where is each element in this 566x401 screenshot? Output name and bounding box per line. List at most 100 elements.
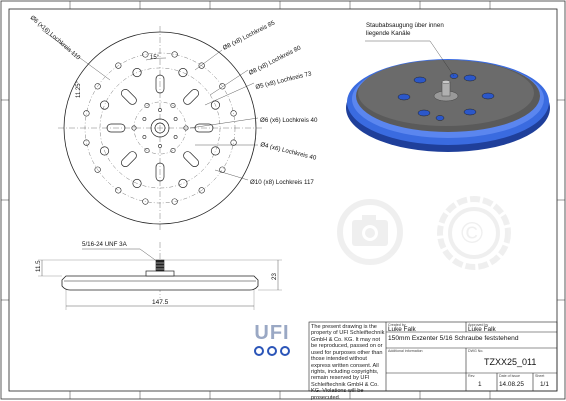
slot bbox=[106, 123, 126, 133]
small-hole bbox=[142, 198, 149, 205]
side-view: 5/16-24 UNF 3A 11.5 23 147.5 bbox=[35, 241, 282, 310]
camera-watermark-icon bbox=[337, 199, 403, 265]
small-hole bbox=[198, 62, 205, 69]
dim-right-value: 23 bbox=[271, 273, 278, 280]
iso-view bbox=[346, 40, 550, 152]
label-d8-x8-80: Ø8 (x8) Lochkreis 80 bbox=[248, 44, 303, 77]
angle-15-label: 15° bbox=[150, 55, 160, 61]
label-d8-x8-85: Ø8 (x8) Lochkreis 85 bbox=[222, 19, 277, 52]
ufi-logo: UFI bbox=[250, 322, 294, 362]
inner-hole bbox=[170, 102, 176, 108]
small-hole bbox=[230, 110, 237, 117]
slots-ring bbox=[106, 74, 214, 182]
date-label: Date of issue bbox=[499, 374, 520, 378]
inner-hole bbox=[144, 102, 150, 108]
small-hole bbox=[198, 187, 205, 194]
small-hole bbox=[219, 166, 226, 173]
rev-value: 1 bbox=[478, 381, 482, 388]
small-hole bbox=[230, 139, 237, 146]
inner-small-hole bbox=[142, 135, 147, 139]
created-by-label: Created by bbox=[388, 322, 406, 327]
label-d5-x8: Ø5 (x8) Lochkreis 73 bbox=[255, 70, 313, 91]
thread-leader bbox=[82, 248, 159, 263]
inner-hole bbox=[170, 148, 176, 154]
small-hole bbox=[94, 83, 101, 90]
approved-by-label: Approved by bbox=[468, 322, 489, 327]
small-hole bbox=[83, 110, 90, 117]
threaded-stud bbox=[155, 259, 165, 272]
hub-flange bbox=[145, 270, 175, 277]
inner-small-hole bbox=[173, 135, 178, 139]
slot bbox=[194, 123, 214, 133]
round-hole bbox=[100, 146, 110, 156]
center-hub-inner bbox=[154, 122, 166, 134]
ufi-logo-dots bbox=[250, 346, 294, 356]
sheet-value: 1/1 bbox=[540, 381, 549, 388]
round-hole bbox=[178, 68, 188, 78]
thread-label: 5/16-24 UNF 3A bbox=[82, 241, 128, 248]
iso-holes bbox=[397, 73, 495, 121]
label-d10-x8: Ø10 (x8) Lochkreis 117 bbox=[250, 179, 314, 186]
center-hub-outer bbox=[150, 118, 170, 138]
disclaimer-text: The present drawing is the property of U… bbox=[311, 324, 385, 401]
iso-leader bbox=[429, 40, 455, 77]
label-d6-x16: Ø6 (x16) Lochkreis 110 bbox=[29, 14, 82, 62]
iso-stud bbox=[441, 81, 451, 97]
thread-marks bbox=[156, 262, 164, 270]
bolt-circle-40 bbox=[133, 101, 187, 155]
round-hole bbox=[132, 178, 142, 188]
round-hole bbox=[100, 100, 110, 110]
dim-width-value: 147.5 bbox=[152, 299, 169, 306]
dwg-no-value: TZXX25_011 bbox=[484, 357, 537, 367]
small-hole bbox=[171, 51, 178, 58]
slot bbox=[183, 151, 199, 167]
created-by-value: Luke Falk bbox=[388, 326, 416, 333]
pad-profile bbox=[61, 275, 259, 291]
approved-by-value: Luke Falk bbox=[468, 326, 496, 333]
small-hole bbox=[83, 139, 90, 146]
copyright-watermark-icon: © bbox=[437, 196, 511, 270]
sheet-label: Sheet bbox=[535, 374, 545, 378]
ufi-logo-text: UFI bbox=[254, 322, 290, 344]
rev-label: Rev. bbox=[468, 374, 476, 378]
small-hole bbox=[94, 166, 101, 173]
label-d4-x6: Ø4 (x6) Lochkreis 40 bbox=[260, 141, 318, 162]
holes-ring-40 bbox=[131, 102, 189, 154]
slot bbox=[121, 89, 137, 105]
inner-hole bbox=[131, 125, 137, 131]
angle-15-arc bbox=[145, 57, 167, 61]
iso-note: Staubabsaugung über innen liegende Kanäl… bbox=[366, 22, 444, 37]
holes-ring-117 bbox=[100, 68, 220, 188]
additional-info-label: Additional information bbox=[388, 349, 423, 353]
round-hole bbox=[210, 100, 220, 110]
angle-1125-label: 11.25° bbox=[76, 80, 82, 98]
inner-hole bbox=[144, 148, 150, 154]
date-value: 14.08.25 bbox=[499, 381, 524, 388]
title-block bbox=[308, 321, 558, 392]
round-hole bbox=[132, 68, 142, 78]
slot bbox=[183, 89, 199, 105]
dwg-no-label: DWG No. bbox=[468, 349, 484, 353]
small-hole bbox=[219, 83, 226, 90]
dim-left-value: 11.5 bbox=[35, 260, 42, 272]
inner-small-hole bbox=[142, 117, 147, 121]
small-hole bbox=[171, 198, 178, 205]
top-view: 15° 11.25° Ø6 (x16) Lochkreis 110 Ø8 (x8… bbox=[29, 14, 318, 230]
slot bbox=[155, 162, 165, 182]
holes-ring-110 bbox=[83, 51, 237, 205]
drawing-title: 150mm Exzenter 5/16 Schraube feststehend bbox=[388, 335, 519, 342]
inner-small-hole bbox=[173, 117, 178, 121]
round-hole bbox=[210, 146, 220, 156]
logo-dot-icon bbox=[280, 346, 290, 356]
slot bbox=[155, 74, 165, 94]
inner-small-hole bbox=[158, 144, 162, 148]
label-d6-x6: Ø6 (x6) Lochkreis 40 bbox=[260, 117, 318, 124]
logo-dot-icon bbox=[254, 346, 264, 356]
small-hole bbox=[115, 62, 122, 69]
round-hole bbox=[178, 178, 188, 188]
iso-stud-top bbox=[441, 80, 451, 84]
small-hole bbox=[115, 187, 122, 194]
slot bbox=[121, 151, 137, 167]
